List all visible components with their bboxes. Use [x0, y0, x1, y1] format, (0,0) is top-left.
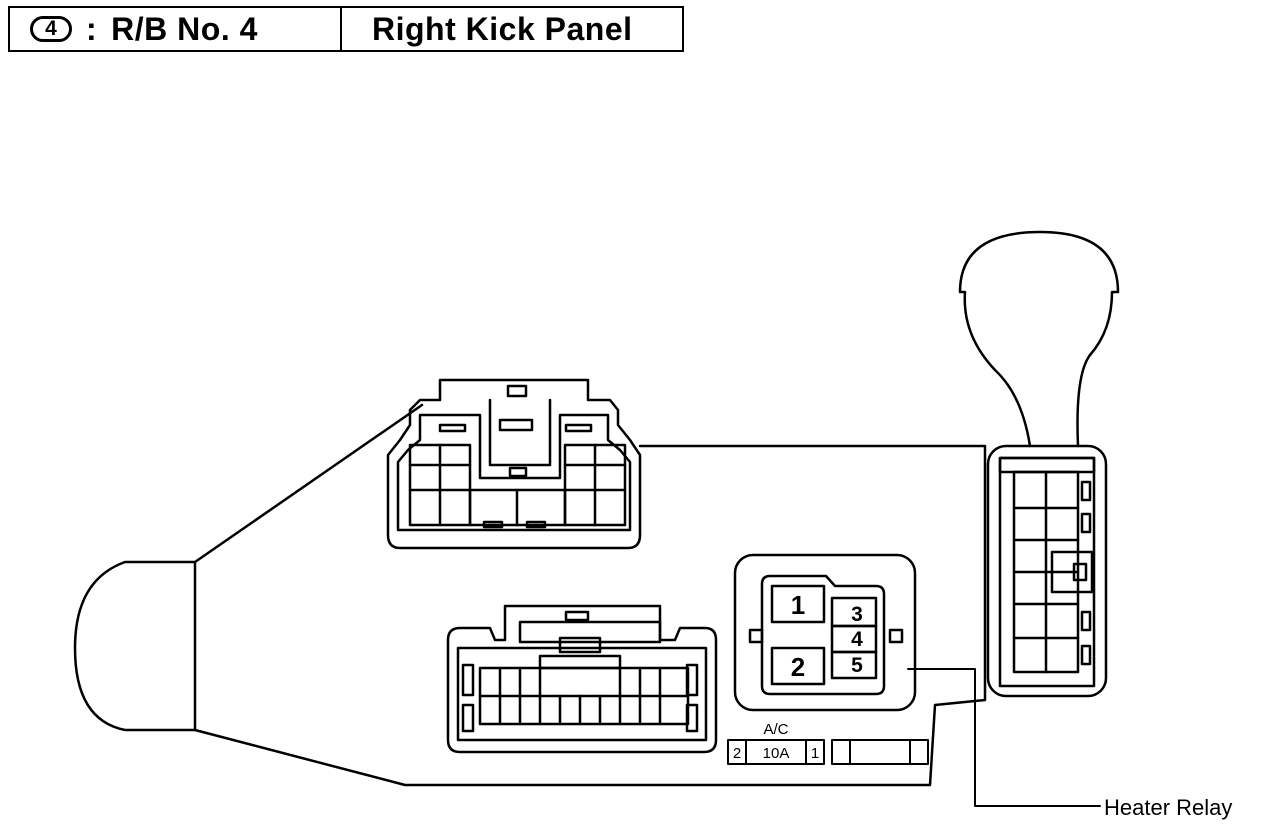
fuse-rating: 10A — [763, 745, 790, 762]
block-number-badge: 4 — [30, 16, 72, 42]
fuse-name: A/C — [763, 721, 788, 738]
relay-pin-4: 4 — [851, 628, 863, 651]
separator-colon: : — [86, 10, 98, 47]
fuse-terminal-right: 1 — [811, 745, 819, 762]
title-box: 4 : R/B No. 4 Right Kick Panel — [8, 6, 684, 52]
right-connector — [986, 444, 1108, 698]
block-name: R/B No. 4 — [111, 10, 258, 47]
bottom-connector — [446, 604, 718, 754]
callout-leader-line — [907, 668, 1101, 807]
location-name: Right Kick Panel — [372, 10, 633, 47]
top-connector — [386, 378, 642, 550]
housing-outline — [193, 403, 987, 787]
relay-block-id-cell: 4 : R/B No. 4 — [10, 8, 342, 50]
fuse-strip — [727, 739, 929, 765]
relay-pin-3: 3 — [851, 603, 863, 626]
left-cable-boot — [73, 560, 197, 732]
relay-pin-5: 5 — [851, 654, 863, 677]
top-right-grommet — [958, 230, 1120, 448]
relay-pin-1: 1 — [791, 590, 805, 620]
heater-relay-label: Heater Relay — [1104, 795, 1232, 820]
location-cell: Right Kick Panel — [342, 8, 682, 50]
relay-pin-2: 2 — [791, 652, 805, 682]
fuse-terminal-left: 2 — [733, 745, 741, 762]
heater-relay-socket — [733, 553, 917, 712]
